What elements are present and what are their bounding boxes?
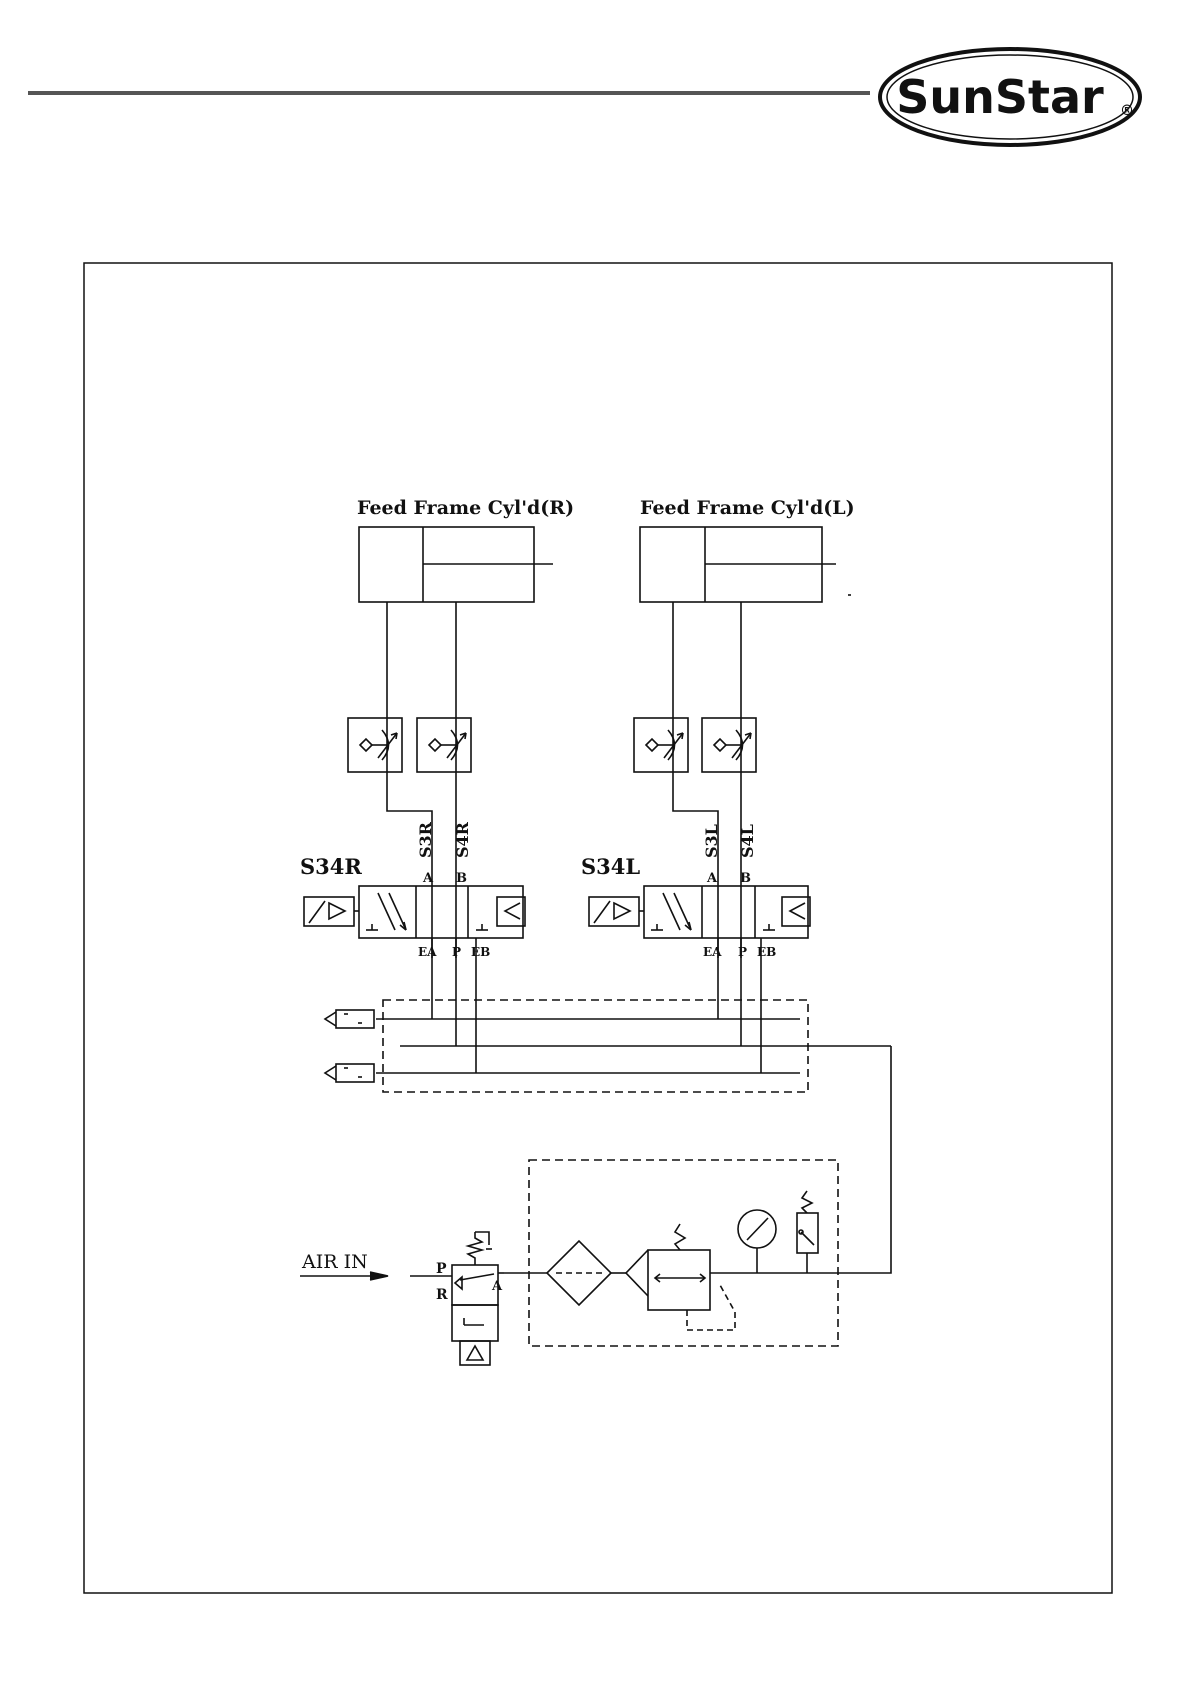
port-r-shutoff: R (436, 1287, 448, 1303)
flow-control-valve-4 (702, 718, 756, 772)
shutoff-valve (410, 1232, 504, 1365)
line-s4l-label: S4L (738, 824, 757, 858)
manifold (376, 1000, 891, 1092)
port-ea-l: EA (703, 945, 722, 959)
port-eb-r: EB (471, 945, 490, 959)
silencer-lower (325, 1064, 374, 1082)
line-s4r-label: S4R (453, 821, 472, 858)
flow-control-valve-1 (348, 718, 402, 772)
solenoid-valve-s34l (589, 886, 810, 938)
sunstar-logo: SunStar ® (880, 49, 1140, 145)
flow-control-valve-3 (634, 718, 688, 772)
port-b-l: B (740, 871, 751, 886)
registered-mark: ® (1120, 103, 1134, 119)
solenoid-valve-s34r (304, 886, 525, 938)
cylinder-left-label: Feed Frame Cyl'd(L) (640, 497, 855, 519)
air-in-label: AIR IN (301, 1251, 368, 1273)
diagram-frame (84, 263, 1112, 1593)
valve-s34r-label: S34R (300, 854, 362, 879)
port-p-l: P (738, 945, 747, 959)
flow-control-valve-2 (417, 718, 471, 772)
valve-s34l-label: S34L (581, 854, 640, 879)
port-p-shutoff: P (436, 1261, 447, 1277)
supply-line (837, 1046, 891, 1273)
cylinder-right-label: Feed Frame Cyl'd(R) (357, 497, 574, 519)
port-a-r: A (422, 871, 434, 886)
logo-text: SunStar (896, 70, 1104, 124)
port-a-l: A (706, 871, 718, 886)
cylinder-right (359, 527, 553, 602)
air-in-arrow (300, 1272, 388, 1280)
silencer-upper (325, 1010, 374, 1028)
port-b-r: B (456, 871, 467, 886)
line-s3l-label: S3L (702, 824, 721, 858)
port-p-r: P (452, 945, 461, 959)
port-eb-l: EB (757, 945, 776, 959)
air-service-unit (504, 1160, 838, 1346)
line-s3r-label: S3R (416, 821, 435, 858)
cylinder-left (640, 527, 851, 602)
port-ea-r: EA (418, 945, 437, 959)
port-a-shutoff: A (491, 1279, 503, 1294)
